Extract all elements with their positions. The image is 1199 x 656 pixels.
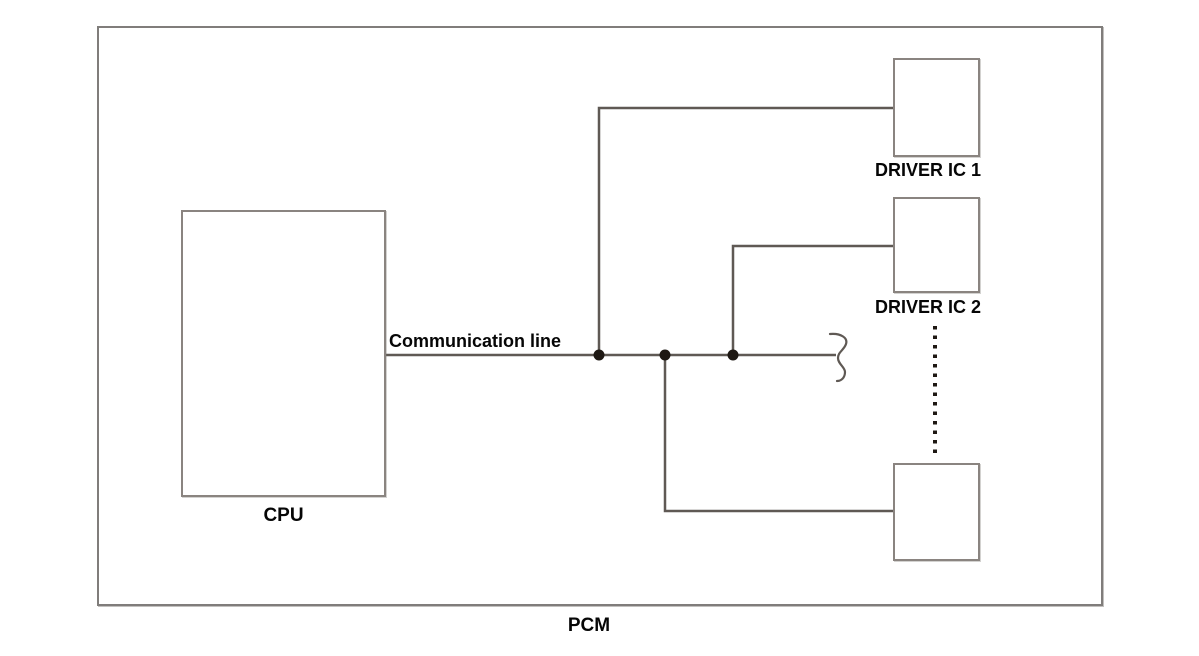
- pcm-label: PCM: [567, 615, 611, 636]
- communication-line-label: Communication line: [389, 331, 562, 351]
- driver-ic-1-label: DRIVER IC 1: [874, 160, 982, 180]
- driver-ic-2-box: [893, 197, 980, 293]
- pcm-boundary-box: [97, 26, 1103, 606]
- cpu-box: [181, 210, 386, 497]
- driver-ic-2-label: DRIVER IC 2: [874, 297, 982, 317]
- cpu-label: CPU: [263, 505, 304, 526]
- driver-ic-1-box: [893, 58, 980, 157]
- driver-ic-n-box: [893, 463, 980, 561]
